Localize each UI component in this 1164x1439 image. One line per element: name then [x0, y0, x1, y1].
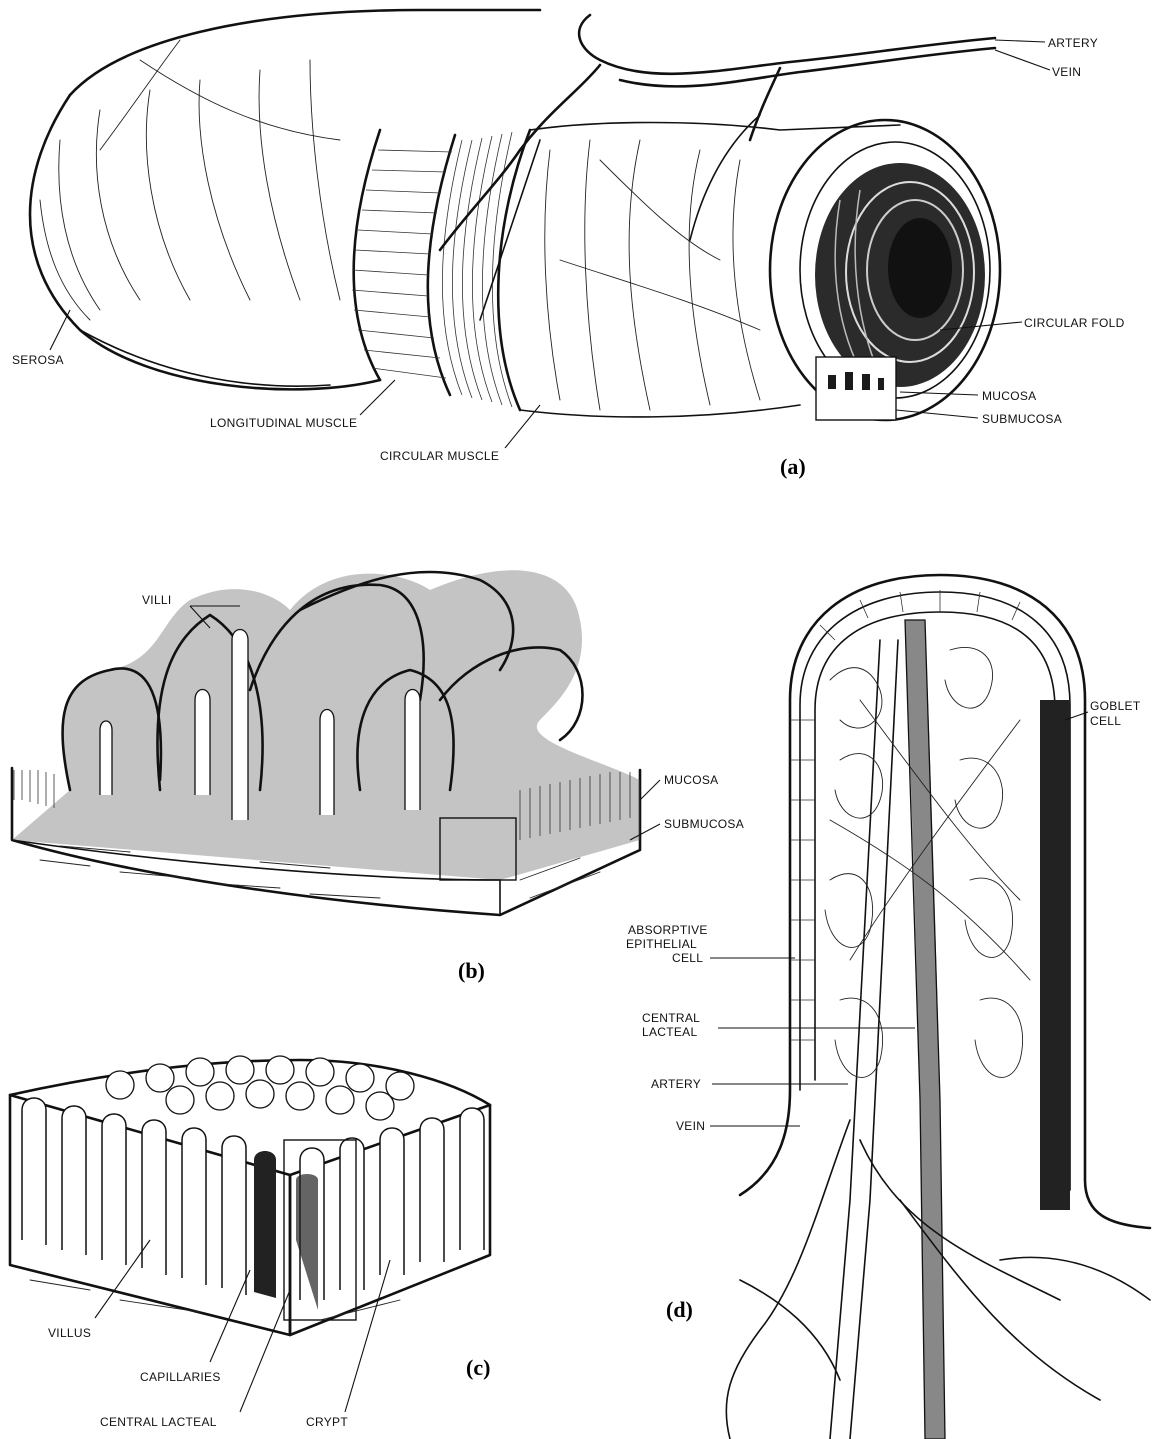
label-submucosa-b: SUBMUCOSA [664, 817, 744, 831]
villus-tops [106, 1056, 414, 1120]
label-villus: VILLUS [48, 1326, 91, 1340]
label-villi: VILLI [142, 593, 172, 607]
label-crypt: CRYPT [306, 1415, 348, 1429]
label-vein-a: VEIN [1052, 65, 1081, 79]
label-artery-a: ARTERY [1048, 36, 1098, 50]
label-circular-fold: CIRCULAR FOLD [1024, 316, 1125, 330]
label-mucosa-a: MUCOSA [982, 389, 1036, 403]
panel-c-villi-block [10, 1056, 490, 1335]
label-central-lacteal-d-line2: LACTEAL [642, 1025, 697, 1039]
panel-label-a: (a) [780, 454, 806, 479]
label-submucosa-a: SUBMUCOSA [982, 412, 1062, 426]
label-absorptive-line1: ABSORPTIVE [628, 923, 708, 937]
label-goblet-cell-line1: GOBLET [1090, 699, 1141, 713]
label-central-lacteal-c: CENTRAL LACTEAL [100, 1415, 217, 1429]
submucosa-texture [545, 140, 760, 410]
label-serosa: SEROSA [12, 353, 64, 367]
longitudinal-muscle-stripes [352, 150, 452, 378]
villi-sections [22, 1098, 484, 1300]
label-capillaries: CAPILLARIES [140, 1370, 221, 1384]
epithelial-cells [790, 590, 1020, 1040]
label-longitudinal-muscle: LONGITUDINAL MUSCLE [210, 416, 357, 430]
panel-label-c: (c) [466, 1355, 490, 1380]
label-central-lacteal-d-line1: CENTRAL [642, 1011, 700, 1025]
panel-label-b: (b) [458, 958, 485, 983]
panel-b-mucosa-block [12, 570, 640, 915]
label-circular-muscle: CIRCULAR MUSCLE [380, 449, 499, 463]
label-absorptive-line2: EPITHELIAL [626, 937, 697, 951]
label-vein-d: VEIN [676, 1119, 705, 1133]
label-mucosa-b: MUCOSA [664, 773, 718, 787]
goblet-cell-band [1040, 700, 1070, 1210]
panel-label-d: (d) [666, 1297, 693, 1322]
panel-d-single-villus [726, 575, 1150, 1439]
panel-a-intestine-tube [30, 10, 1000, 420]
label-absorptive-line3: CELL [672, 951, 703, 965]
circular-folds [815, 163, 985, 387]
label-goblet-cell-line2: CELL [1090, 714, 1121, 728]
label-artery-d: ARTERY [651, 1077, 701, 1091]
